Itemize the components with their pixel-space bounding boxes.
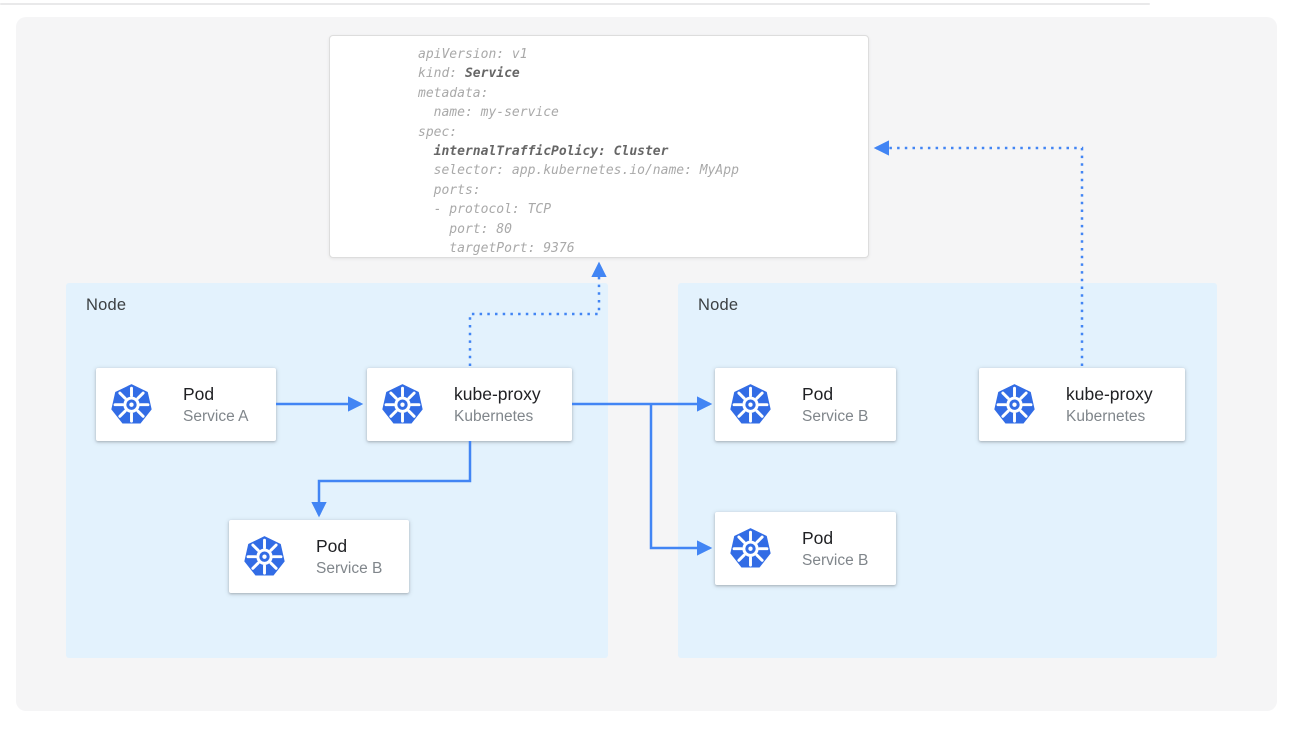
card-title: Pod <box>802 528 834 548</box>
yaml-line: metadata: <box>418 85 489 101</box>
card-title: Pod <box>316 536 348 556</box>
card-kube-proxy-left: kube-proxy Kubernetes <box>367 368 572 441</box>
card-subtitle: Service B <box>802 552 869 569</box>
card-subtitle: Kubernetes <box>1066 408 1146 425</box>
card-title: Pod <box>183 384 215 404</box>
card-subtitle: Kubernetes <box>454 408 534 425</box>
kubernetes-icon <box>379 381 426 428</box>
yaml-line: spec: <box>418 124 458 140</box>
yaml-line: ports: <box>418 182 481 198</box>
yaml-line: internalTrafficPolicy: Cluster <box>433 144 669 160</box>
card-subtitle: Service B <box>802 408 869 425</box>
card-title: Pod <box>802 384 834 404</box>
card-title: kube-proxy <box>1066 384 1153 404</box>
node-box-left: Node <box>66 283 608 658</box>
yaml-line: - protocol: TCP <box>418 202 552 218</box>
kubernetes-icon <box>108 381 155 428</box>
yaml-line: targetPort: 9376 <box>418 241 575 257</box>
card-pod-service-b-right-bottom: Pod Service B <box>715 512 896 585</box>
yaml-line: name: my-service <box>418 105 559 121</box>
node-box-right: Node <box>678 283 1217 658</box>
kubernetes-icon <box>727 381 774 428</box>
kubernetes-icon <box>241 533 288 580</box>
top-divider <box>0 3 1150 5</box>
card-subtitle: Service B <box>316 560 383 577</box>
node-label: Node <box>698 296 739 314</box>
kubernetes-icon <box>727 525 774 572</box>
card-pod-service-b-right-top: Pod Service B <box>715 368 896 441</box>
node-label: Node <box>86 296 127 314</box>
yaml-line: apiVersion: v1 <box>418 47 528 62</box>
service-yaml-panel: apiVersion: v1 kind: Service metadata: nam… <box>329 35 869 258</box>
card-title: kube-proxy <box>454 384 541 404</box>
card-pod-service-b-left: Pod Service B <box>229 520 409 593</box>
yaml-line: port: 80 <box>418 221 512 237</box>
yaml-line: selector: app.kubernetes.io/name: MyApp <box>418 163 739 179</box>
card-kube-proxy-right: kube-proxy Kubernetes <box>979 368 1185 441</box>
kubernetes-icon <box>991 381 1038 428</box>
card-subtitle: Service A <box>183 408 249 425</box>
yaml-line: kind: Service <box>418 66 520 82</box>
card-pod-service-a: Pod Service A <box>96 368 276 441</box>
